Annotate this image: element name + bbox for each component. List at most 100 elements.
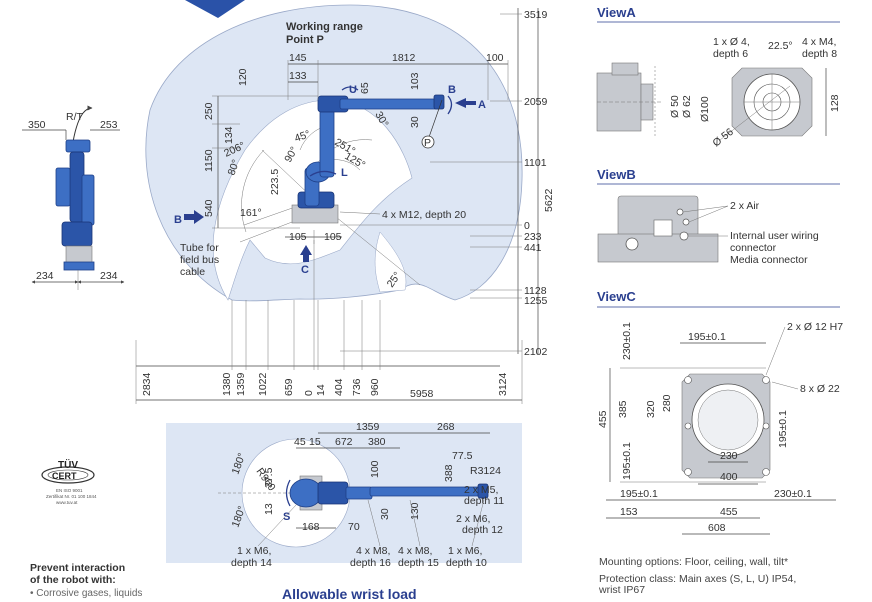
svg-text:EN ISO 9001: EN ISO 9001 <box>56 488 83 493</box>
tube-note-line1: Tube for <box>180 242 219 254</box>
dim-100: 100 <box>486 52 504 64</box>
dim-134: 134 <box>223 126 235 144</box>
robot-top-view: S 1359 268 45 15 672 380 77.5 100 388 R9… <box>166 421 522 569</box>
note-m8-15-line2: depth 15 <box>398 557 439 569</box>
total-width-5958: 5958 <box>410 388 434 400</box>
axis-l-label: L <box>341 167 348 179</box>
dim-250: 250 <box>203 102 215 120</box>
tv-dim-37-5: 37.5 <box>263 467 275 488</box>
prevent-title-line1: Prevent interaction <box>30 562 126 574</box>
note-m8-16-line2: depth 16 <box>350 557 391 569</box>
dim-base-right: 234 <box>100 270 118 282</box>
bscale-14: 14 <box>315 384 327 396</box>
right-scale-ticks <box>340 13 522 352</box>
view-a-title: ViewA <box>597 5 636 20</box>
note-m8-15-line1: 4 x M8, <box>398 545 432 557</box>
view-c-dim-top-195: 195±0.1 <box>688 331 726 343</box>
dim-65: 65 <box>359 82 371 94</box>
view-c-hole-note1: 2 x Ø 12 H7 <box>787 321 843 333</box>
tv-dim-30: 30 <box>379 508 391 520</box>
scale-0: 0 <box>524 220 530 232</box>
view-b-label-air: 2 x Air <box>730 200 760 212</box>
dim-540: 540 <box>203 199 215 217</box>
view-b-label-media: Media connector <box>730 254 808 266</box>
view-c-dim-280: 280 <box>661 394 673 412</box>
tv-dim-380: 380 <box>368 436 386 448</box>
svg-text:TÜV: TÜV <box>58 458 78 471</box>
scale-441: 441 <box>524 242 542 254</box>
view-a-dim-d100: Ø100 <box>699 96 711 122</box>
axis-b-label: B <box>448 84 456 96</box>
tv-dim-268: 268 <box>437 421 455 433</box>
scale-1128: 1128 <box>524 285 547 297</box>
dim-1150: 1150 <box>203 149 215 172</box>
tv-dim-77-5: 77.5 <box>452 450 473 462</box>
bscale-3124: 3124 <box>497 372 509 396</box>
bscale-1380: 1380 <box>221 372 233 396</box>
dim-133: 133 <box>289 70 307 82</box>
view-a-note2-line2: depth 8 <box>802 48 837 60</box>
view-a-dim-128: 128 <box>829 94 841 112</box>
tv-dim-1359: 1359 <box>356 421 380 433</box>
view-c-dim-230: 230 <box>720 450 738 462</box>
note-m6-14-line2: depth 14 <box>231 557 272 569</box>
svg-text:Zertifikat Nr. 01 100 1844: Zertifikat Nr. 01 100 1844 <box>46 494 97 499</box>
view-b-arrow-label: B <box>174 214 182 226</box>
bscale-2834: 2834 <box>141 372 153 396</box>
prevent-first-item: • Corrosive gases, liquids <box>30 588 143 599</box>
dim-103: 103 <box>409 72 421 90</box>
view-c-arrow-label: C <box>301 264 309 276</box>
view-c-hole-note2: 8 x Ø 22 <box>800 383 840 395</box>
bscale-1359: 1359 <box>235 372 247 396</box>
axis-s-label: S <box>283 511 290 523</box>
angle-45: 45° <box>293 128 312 145</box>
note-m6-10-line1: 1 x M6, <box>448 545 482 557</box>
bottom-scale-ticks <box>135 240 523 404</box>
view-c-dim-153: 153 <box>620 506 638 518</box>
tv-dim-45: 45 <box>294 436 306 448</box>
svg-text:CERT: CERT <box>52 471 77 481</box>
view-c-dim-455: 455 <box>597 410 609 428</box>
bscale-404: 404 <box>333 378 345 396</box>
radius-r3124: R3124 <box>470 465 501 477</box>
protection-line1: Protection class: Main axes (S, L, U) IP… <box>599 573 797 585</box>
view-a-dim-d50: Ø 50 <box>669 95 681 118</box>
note-m6-12-line1: 2 x M6, <box>456 513 490 525</box>
view-a-arrow-label: A <box>478 99 486 111</box>
point-p-label: P <box>424 137 431 149</box>
tuv-cert-logo: TÜV CERT EN ISO 9001 Zertifikat Nr. 01 1… <box>41 458 97 505</box>
note-m6-12-line2: depth 12 <box>462 524 503 536</box>
working-range-subtitle: Point P <box>286 34 324 46</box>
note-m5-line1: 2 x M5, <box>464 484 498 496</box>
view-a-note1-line1: 1 x Ø 4, <box>713 36 750 48</box>
tv-dim-15: 15 <box>309 436 321 448</box>
scale-3519: 3519 <box>524 9 548 21</box>
axis-u-label: U <box>349 84 357 96</box>
angle-80: 80° <box>226 158 243 177</box>
tube-note-line3: cable <box>180 266 205 278</box>
svg-text:www.tuv.at: www.tuv.at <box>56 500 78 505</box>
view-c-dim-bottom-left-195: 195±0.1 <box>620 488 658 500</box>
view-c-dim-385: 385 <box>617 400 629 418</box>
dim-1812: 1812 <box>392 52 416 64</box>
dim-253: 253 <box>100 119 118 131</box>
view-c-dim-bottom-455: 455 <box>720 506 738 518</box>
bscale-960: 960 <box>369 378 381 396</box>
prevent-interaction-heading: Prevent interaction of the robot with: <box>30 562 125 586</box>
view-c-dim-top-230: 230±0.1 <box>621 322 633 360</box>
dim-120: 120 <box>237 68 249 86</box>
view-c-dim-320: 320 <box>645 400 657 418</box>
scale-1255: 1255 <box>524 295 548 307</box>
bottom-heading-partial: Allowable wrist load <box>282 586 417 602</box>
protection-class: Protection class: Main axes (S, L, U) IP… <box>599 574 796 596</box>
view-a-angle: 22.5° <box>768 40 793 52</box>
dim-base-105-right: 105 <box>324 231 342 243</box>
tv-dim-70: 70 <box>348 521 360 533</box>
view-c-panel: ViewC 2 x Ø 12 H7 8 x Ø 22 195±0.1 230±0… <box>597 289 843 535</box>
tv-dim-672: 672 <box>335 436 353 448</box>
view-b-label-wiring1: Internal user wiring <box>730 230 819 242</box>
view-c-dim-bottom-right-230: 230±0.1 <box>774 488 812 500</box>
working-range-side-view: Working range Point P P U B L A B <box>135 4 555 404</box>
view-c-dim-608: 608 <box>708 522 726 534</box>
bscale-0: 0 <box>303 390 315 396</box>
